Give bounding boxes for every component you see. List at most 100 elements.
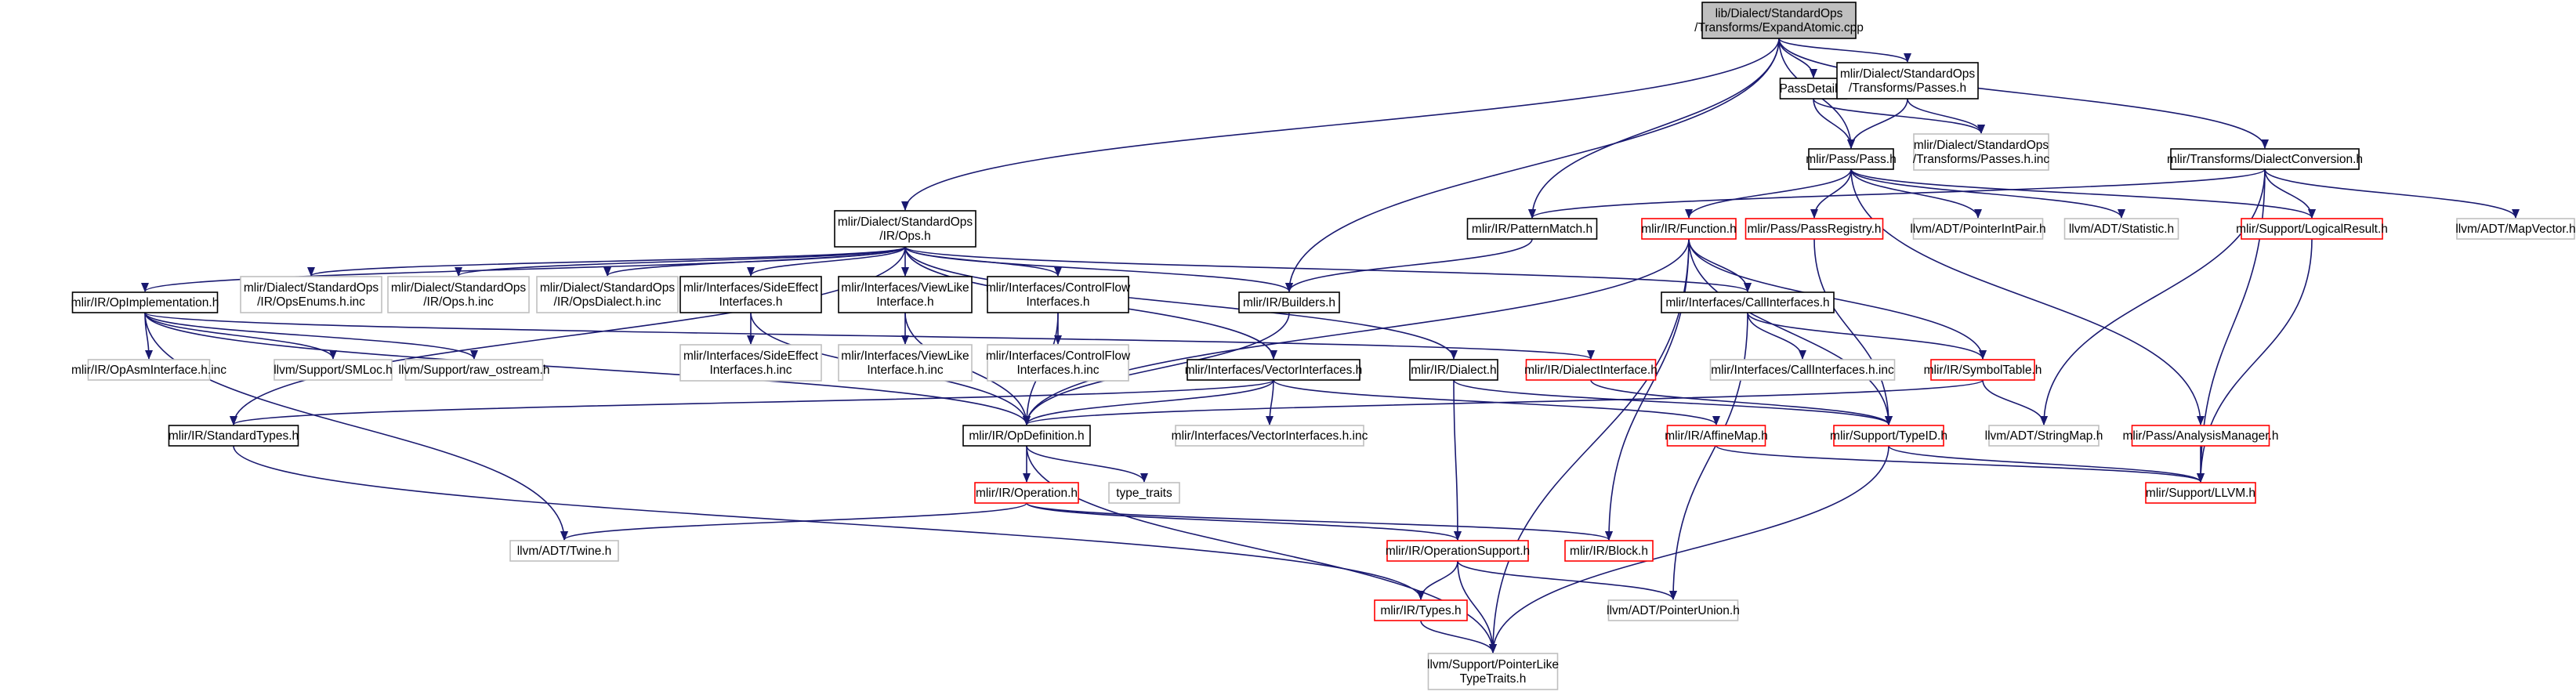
node-label: Interfaces.h [1027, 295, 1090, 309]
edge-opimpl-to-opdefinition [144, 312, 1031, 425]
node-callinterfaces[interactable]: mlir/Interfaces/CallInterfaces.h [1661, 291, 1835, 313]
node-block[interactable]: mlir/IR/Block.h [1564, 540, 1654, 562]
node-label: llvm/ADT/MapVector.h [2455, 223, 2575, 236]
node-builders[interactable]: mlir/IR/Builders.h [1238, 291, 1340, 313]
node-operationsupport[interactable]: mlir/IR/OperationSupport.h [1386, 540, 1530, 562]
node-types[interactable]: mlir/IR/Types.h [1374, 599, 1468, 621]
node-label: mlir/Dialect/StandardOps [1914, 139, 2049, 152]
node-root[interactable]: lib/Dialect/StandardOps/Transforms/Expan… [1694, 2, 1864, 39]
node-stdpasses[interactable]: mlir/Dialect/StandardOps/Transforms/Pass… [1836, 62, 1979, 100]
edge-function-to-symboltable [1688, 238, 1987, 360]
node-box [1607, 599, 1739, 621]
node-function[interactable]: mlir/IR/Function.h [1641, 218, 1737, 240]
node-label: mlir/Pass/PassRegistry.h [1747, 223, 1881, 236]
node-box [1427, 653, 1559, 690]
edge-standardtypes-to-types [233, 445, 1425, 600]
node-passesinc[interactable]: mlir/Dialect/StandardOps/Transforms/Pass… [1913, 133, 2050, 171]
node-pointerunion[interactable]: llvm/ADT/PointerUnion.h [1607, 599, 1740, 621]
edge-root-to-patternmatch [1528, 38, 1780, 219]
node-dialectconv[interactable]: mlir/Transforms/DialectConversion.h [2167, 148, 2363, 170]
edge-operation-to-block [1026, 502, 1613, 541]
node-box [1666, 425, 1766, 447]
node-vectorinc[interactable]: mlir/Interfaces/VectorInterfaces.h.inc [1172, 425, 1368, 447]
node-twine[interactable]: llvm/ADT/Twine.h [509, 540, 619, 562]
node-label: mlir/IR/OperationSupport.h [1386, 545, 1530, 558]
node-passregistry[interactable]: mlir/Pass/PassRegistry.h [1745, 218, 1884, 240]
node-statistic[interactable]: llvm/ADT/Statistic.h [2063, 218, 2179, 240]
node-label: mlir/IR/Block.h [1570, 545, 1648, 558]
edge-opdefinition-to-typetraits [1026, 445, 1148, 483]
node-label: mlir/Interfaces/SideEffect [683, 349, 819, 363]
node-smloc[interactable]: llvm/Support/SMLoc.h [274, 359, 393, 381]
edge-typeid-to-pointerliketypetraits [1489, 445, 1889, 653]
edge-pass-to-logicalresult [1850, 168, 2316, 219]
node-logicalresult[interactable]: mlir/Support/LogicalResult.h [2236, 218, 2388, 240]
edge-operationsupport-to-pointerunion [1457, 560, 1677, 600]
edge-dialectconv-to-logicalresult [2264, 168, 2316, 219]
node-box [240, 276, 382, 313]
edge-symboltable-to-opdefinition [1023, 379, 1984, 425]
node-analysismanager[interactable]: mlir/Pass/AnalysisManager.h [2123, 425, 2279, 447]
node-label: mlir/IR/StandardTypes.h [168, 429, 299, 443]
node-affinemap[interactable]: mlir/IR/AffineMap.h [1665, 425, 1768, 447]
node-box [1108, 482, 1180, 504]
node-label: /Transforms/ExpandAtomic.cpp [1694, 21, 1864, 34]
node-box [1913, 133, 2049, 171]
node-pointerintpair[interactable]: llvm/ADT/PointerIntPair.h [1910, 218, 2046, 240]
edge-pass-to-analysismanager [1850, 168, 2205, 425]
node-box [87, 359, 211, 381]
node-label: mlir/Interfaces/ViewLike [841, 349, 969, 363]
node-operation[interactable]: mlir/IR/Operation.h [974, 482, 1079, 504]
node-label: mlir/IR/OpAsmInterface.h.inc [71, 364, 226, 377]
node-box [1912, 218, 2044, 240]
node-label: mlir/Dialect/StandardOps [244, 281, 379, 295]
node-symboltable[interactable]: mlir/IR/SymbolTable.h [1924, 359, 2042, 381]
node-box [987, 344, 1129, 382]
node-callinc[interactable]: mlir/Interfaces/CallInterfaces.h.inc [1709, 359, 1896, 381]
edge-function-to-pointerliketypetraits [1489, 238, 1690, 653]
node-opsinc[interactable]: mlir/Dialect/StandardOps/IR/Ops.h.inc [387, 276, 530, 313]
node-controlflowinc[interactable]: mlir/Interfaces/ControlFlowInterfaces.h.… [986, 344, 1131, 382]
node-box [1779, 78, 1848, 100]
node-vectorinterfaces[interactable]: mlir/Interfaces/VectorInterfaces.h [1185, 359, 1363, 381]
node-opasminc[interactable]: mlir/IR/OpAsmInterface.h.inc [71, 359, 226, 381]
node-dialect[interactable]: mlir/IR/Dialect.h [1409, 359, 1498, 381]
node-standardtypes[interactable]: mlir/IR/StandardTypes.h [168, 425, 299, 447]
node-patternmatch[interactable]: mlir/IR/PatternMatch.h [1466, 218, 1598, 240]
node-llvm[interactable]: mlir/Support/LLVM.h [2145, 482, 2256, 504]
edge-function-to-opdefinition [1023, 238, 1690, 425]
edge-callinterfaces-to-callinc [1747, 312, 1806, 360]
node-box [274, 359, 393, 381]
edge-symboltable-to-stringmap [1982, 379, 2048, 425]
edge-root-to-passdetail [1778, 38, 1817, 78]
node-opimpl[interactable]: mlir/IR/OpImplementation.h [71, 291, 219, 313]
node-label: mlir/IR/Dialect.h [1411, 364, 1496, 377]
node-label: /IR/Ops.h [879, 230, 930, 243]
node-box [1386, 540, 1529, 562]
node-label: llvm/Support/SMLoc.h [274, 364, 393, 377]
node-opdefinition[interactable]: mlir/IR/OpDefinition.h [962, 425, 1091, 447]
node-box [1930, 359, 2035, 381]
node-mapvector[interactable]: llvm/ADT/MapVector.h [2455, 218, 2576, 240]
node-pass[interactable]: mlir/Pass/Pass.h [1806, 148, 1897, 170]
node-opsenums[interactable]: mlir/Dialect/StandardOps/IR/OpsEnums.h.i… [240, 276, 382, 313]
node-label: mlir/Pass/Pass.h [1806, 153, 1896, 166]
node-typetraits[interactable]: type_traits [1108, 482, 1180, 504]
node-label: mlir/Interfaces/CallInterfaces.h [1665, 296, 1829, 309]
node-opsdialectinc[interactable]: mlir/Dialect/StandardOps/IR/OpsDialect.h… [536, 276, 679, 313]
node-sideeffectinc[interactable]: mlir/Interfaces/SideEffectInterfaces.h.i… [679, 344, 822, 382]
node-label: mlir/Interfaces/ControlFlow [986, 349, 1131, 363]
node-dialectinterface[interactable]: mlir/IR/DialectInterface.h [1524, 359, 1658, 381]
node-typeid[interactable]: mlir/Support/TypeID.h [1830, 425, 1947, 447]
node-rawostream[interactable]: llvm/Support/raw_ostream.h [399, 359, 550, 381]
edge-dialect-to-operationsupport [1453, 379, 1462, 541]
node-passdetail[interactable]: PassDetail.h [1779, 78, 1848, 100]
edge-passregistry-to-typeid [1813, 238, 1893, 425]
node-ops[interactable]: mlir/Dialect/StandardOps/IR/Ops.h [834, 210, 976, 248]
node-stringmap[interactable]: llvm/ADT/StringMap.h [1985, 425, 2103, 447]
